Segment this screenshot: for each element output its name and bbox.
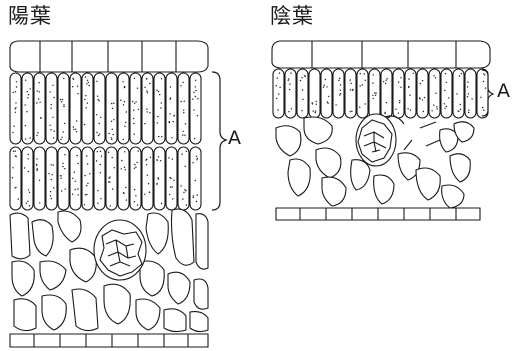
sun-palisade-upper-cell xyxy=(106,73,117,144)
shade-palisade-cell xyxy=(285,69,296,118)
shade-palisade-cell xyxy=(321,69,332,118)
sun-lower-epidermis xyxy=(10,334,208,347)
sun-palisade-upper-cell xyxy=(94,73,105,144)
sun-leaf-section xyxy=(10,41,226,347)
sun-palisade-upper xyxy=(10,73,201,144)
sun-palisade-upper-cell xyxy=(118,73,129,144)
shade-upper-epidermis xyxy=(272,41,490,68)
sun-palisade-upper-cell xyxy=(130,73,141,144)
sun-palisade-lower-cell xyxy=(106,147,117,210)
sun-palisade-upper-cell xyxy=(34,73,45,144)
shade-lower-epidermis xyxy=(276,208,480,220)
sun-palisade-lower-cell xyxy=(58,147,69,210)
sun-palisade-lower-cell xyxy=(70,147,81,210)
sun-palisade-lower-cell xyxy=(46,147,57,210)
sun-vascular-bundle xyxy=(94,220,146,280)
sun-upper-epidermis xyxy=(10,41,208,72)
sun-palisade-lower-cell xyxy=(142,147,153,210)
sun-palisade-lower-cell xyxy=(82,147,93,210)
sun-palisade-upper-cell xyxy=(22,73,33,144)
shade-palisade-cell xyxy=(309,69,320,118)
sun-palisade-upper-cell xyxy=(190,73,201,144)
sun-palisade-label: A xyxy=(228,127,241,149)
sun-palisade-upper-cell xyxy=(70,73,81,144)
shade-palisade-cell xyxy=(333,69,344,118)
sun-palisade-lower xyxy=(10,147,201,210)
sun-palisade-lower-cell xyxy=(118,147,129,210)
shade-palisade-cell xyxy=(381,69,392,118)
sun-palisade-lower-cell xyxy=(154,147,165,210)
sun-palisade-upper-cell xyxy=(166,73,177,144)
shade-palisade-cell xyxy=(441,69,452,118)
sun-palisade-lower-cell xyxy=(34,147,45,210)
shade-palisade-cell xyxy=(477,69,488,118)
sun-palisade-bracket xyxy=(212,72,226,210)
sun-palisade-upper-cell xyxy=(154,73,165,144)
shade-palisade-label: A xyxy=(497,80,510,102)
shade-palisade-cell xyxy=(357,69,368,118)
sun-palisade-upper-cell xyxy=(178,73,189,144)
sun-palisade-lower-cell xyxy=(22,147,33,210)
shade-vascular-bundle xyxy=(356,114,396,166)
sun-palisade-upper-cell xyxy=(58,73,69,144)
sun-palisade-lower-cell xyxy=(130,147,141,210)
shade-leaf-section xyxy=(272,41,493,220)
sun-palisade-lower-cell xyxy=(178,147,189,210)
shade-palisade-cell xyxy=(393,69,404,118)
shade-palisade-cell xyxy=(465,69,476,118)
sun-palisade-lower-cell xyxy=(94,147,105,210)
sun-palisade-lower-cell xyxy=(190,147,201,210)
shade-palisade-cell xyxy=(345,69,356,118)
shade-palisade-cell xyxy=(417,69,428,118)
sun-palisade-upper-cell xyxy=(142,73,153,144)
